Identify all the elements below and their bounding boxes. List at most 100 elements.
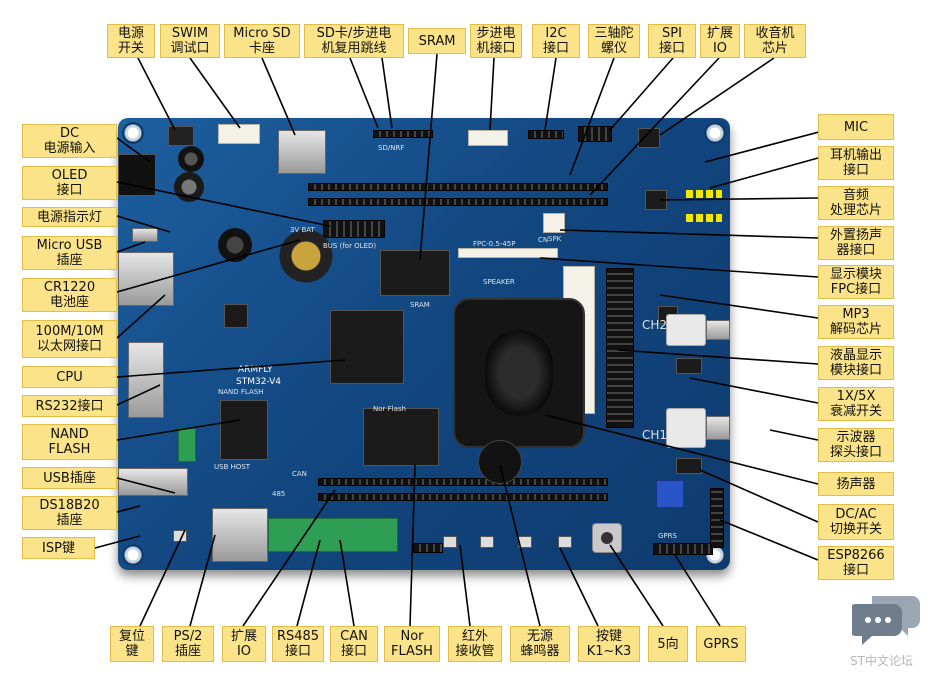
oled-silk: BUS (for OLED) bbox=[323, 242, 377, 250]
label-ir-receiver: 红外 接收管 bbox=[448, 626, 502, 662]
label-dc-ac-switch: DC/AC 切换开关 bbox=[818, 504, 894, 540]
label-sram: SRAM bbox=[408, 28, 466, 54]
potentiometer bbox=[656, 480, 684, 508]
usb-host-silk: USB HOST bbox=[214, 463, 251, 471]
fpc-connector bbox=[458, 248, 558, 258]
speaker-silk: SPEAKER bbox=[483, 278, 515, 286]
key bbox=[443, 536, 457, 548]
bnc-ch1 bbox=[706, 416, 730, 440]
header-esp8266 bbox=[710, 488, 724, 548]
label-swim: SWIM 调试口 bbox=[160, 24, 220, 58]
label-nand: NAND FLASH bbox=[22, 424, 117, 460]
inductor bbox=[218, 228, 252, 262]
label-five-way: 5向 bbox=[648, 626, 688, 662]
label-power-led: 电源指示灯 bbox=[22, 207, 117, 227]
label-reset-key: 复位 键 bbox=[110, 626, 154, 662]
label-rs232: RS232接口 bbox=[22, 395, 117, 417]
label-sd-stepper-jumper: SD卡/步进电 机复用跳线 bbox=[304, 24, 404, 58]
header-ir bbox=[413, 543, 443, 553]
spk-connector bbox=[543, 213, 565, 233]
capacitor bbox=[178, 146, 204, 172]
key bbox=[480, 536, 494, 548]
micro-sd-slot bbox=[278, 130, 326, 174]
label-isp-key: ISP键 bbox=[22, 537, 95, 559]
label-display-fpc: 显示模块 FPC接口 bbox=[818, 265, 894, 299]
label-radio-chip: 收音机 芯片 bbox=[744, 24, 806, 58]
header-oled bbox=[323, 220, 385, 238]
mcu-brand: ARMFLY bbox=[238, 365, 273, 375]
label-ps2: PS/2 插座 bbox=[162, 626, 214, 662]
watermark-site: ST中文论坛 bbox=[850, 654, 913, 668]
bat-silk: 3V BAT bbox=[290, 226, 315, 234]
label-ds18b20: DS18B20 插座 bbox=[22, 496, 117, 530]
gprs-silk: GPRS bbox=[658, 532, 677, 540]
label-ext-speaker: 外置扬声 器接口 bbox=[818, 226, 894, 260]
label-speaker: 扬声器 bbox=[818, 472, 894, 496]
swim-connector bbox=[218, 124, 260, 144]
key bbox=[558, 536, 572, 548]
label-oled: OLED 接口 bbox=[22, 166, 117, 200]
bnc-ch2 bbox=[706, 320, 730, 340]
buzzer bbox=[478, 440, 522, 484]
rs485-can-terminal bbox=[268, 518, 398, 552]
label-lcd-port: 液晶显示 模块接口 bbox=[818, 346, 894, 380]
label-rs485: RS485 接口 bbox=[272, 626, 324, 662]
label-buzzer: 无源 蜂鸣器 bbox=[510, 626, 570, 662]
battery-holder bbox=[278, 228, 334, 284]
label-gprs: GPRS bbox=[696, 626, 746, 662]
header-expansion-bottom-2 bbox=[318, 493, 608, 501]
label-expansion-io-top: 扩展 IO bbox=[700, 24, 740, 58]
radio-chip-body bbox=[638, 128, 660, 148]
header-i2c bbox=[528, 130, 564, 139]
label-esp8266: ESP8266 接口 bbox=[818, 546, 894, 580]
stepper-connector bbox=[468, 130, 508, 146]
label-headphone: 耳机输出 接口 bbox=[818, 146, 894, 180]
header-expansion-top bbox=[308, 183, 608, 191]
label-power-switch: 电源 开关 bbox=[107, 24, 155, 58]
power-switch bbox=[168, 126, 194, 146]
label-cpu: CPU bbox=[22, 366, 117, 388]
header-expansion-bottom bbox=[318, 478, 608, 486]
label-probe-port: 示波器 探头接口 bbox=[818, 428, 894, 462]
rs485-silk: 485 bbox=[272, 490, 286, 498]
label-micro-sd: Micro SD 卡座 bbox=[224, 24, 300, 58]
dc-ac-switch-body bbox=[676, 458, 702, 474]
label-usb-socket: USB插座 bbox=[22, 467, 117, 489]
nor-flash-silk: Nor Flash bbox=[373, 405, 406, 413]
five-way-switch bbox=[592, 523, 622, 553]
sram-silk: SRAM bbox=[410, 301, 430, 309]
ethernet-phy-chip bbox=[224, 304, 248, 328]
mcu-model: STM32-V4 bbox=[236, 377, 282, 387]
label-ethernet: 100M/10M 以太网接口 bbox=[22, 320, 117, 358]
pcb-board: ARMFLY STM32-V4 SRAM Nor Flash NAND FLAS… bbox=[118, 118, 730, 570]
mount-hole bbox=[122, 544, 144, 566]
ps2-socket bbox=[212, 508, 268, 562]
label-attenuation: 1X/5X 衰减开关 bbox=[818, 387, 894, 421]
label-cr1220: CR1220 电池座 bbox=[22, 278, 117, 312]
chat-bubble-icon bbox=[848, 590, 922, 648]
label-audio-chip: 音频 处理芯片 bbox=[818, 186, 894, 220]
mount-hole bbox=[122, 122, 144, 144]
cn-silk: CN bbox=[538, 236, 549, 244]
sram-chip bbox=[380, 250, 450, 296]
mount-hole bbox=[704, 122, 726, 144]
header-gprs bbox=[653, 543, 713, 555]
can-silk: CAN bbox=[292, 470, 307, 478]
cpu-chip bbox=[330, 310, 404, 384]
ch1-silk: CH1 bbox=[642, 428, 668, 442]
label-mic: MIC bbox=[818, 114, 894, 140]
nor-flash-chip bbox=[363, 408, 439, 466]
header-lcd bbox=[606, 268, 634, 428]
speaker bbox=[453, 298, 585, 448]
sd-spi-silk: SD/NRF bbox=[378, 144, 405, 152]
label-can: CAN 接口 bbox=[330, 626, 378, 662]
micro-usb-jack bbox=[132, 228, 158, 242]
label-spi: SPI 接口 bbox=[648, 24, 696, 58]
label-micro-usb: Micro USB 插座 bbox=[22, 236, 117, 270]
probe-jack-ch2 bbox=[666, 314, 706, 346]
label-mp3-chip: MP3 解码芯片 bbox=[818, 305, 894, 339]
spk-silk: SPK bbox=[548, 235, 562, 243]
attenuation-switch bbox=[676, 358, 702, 374]
